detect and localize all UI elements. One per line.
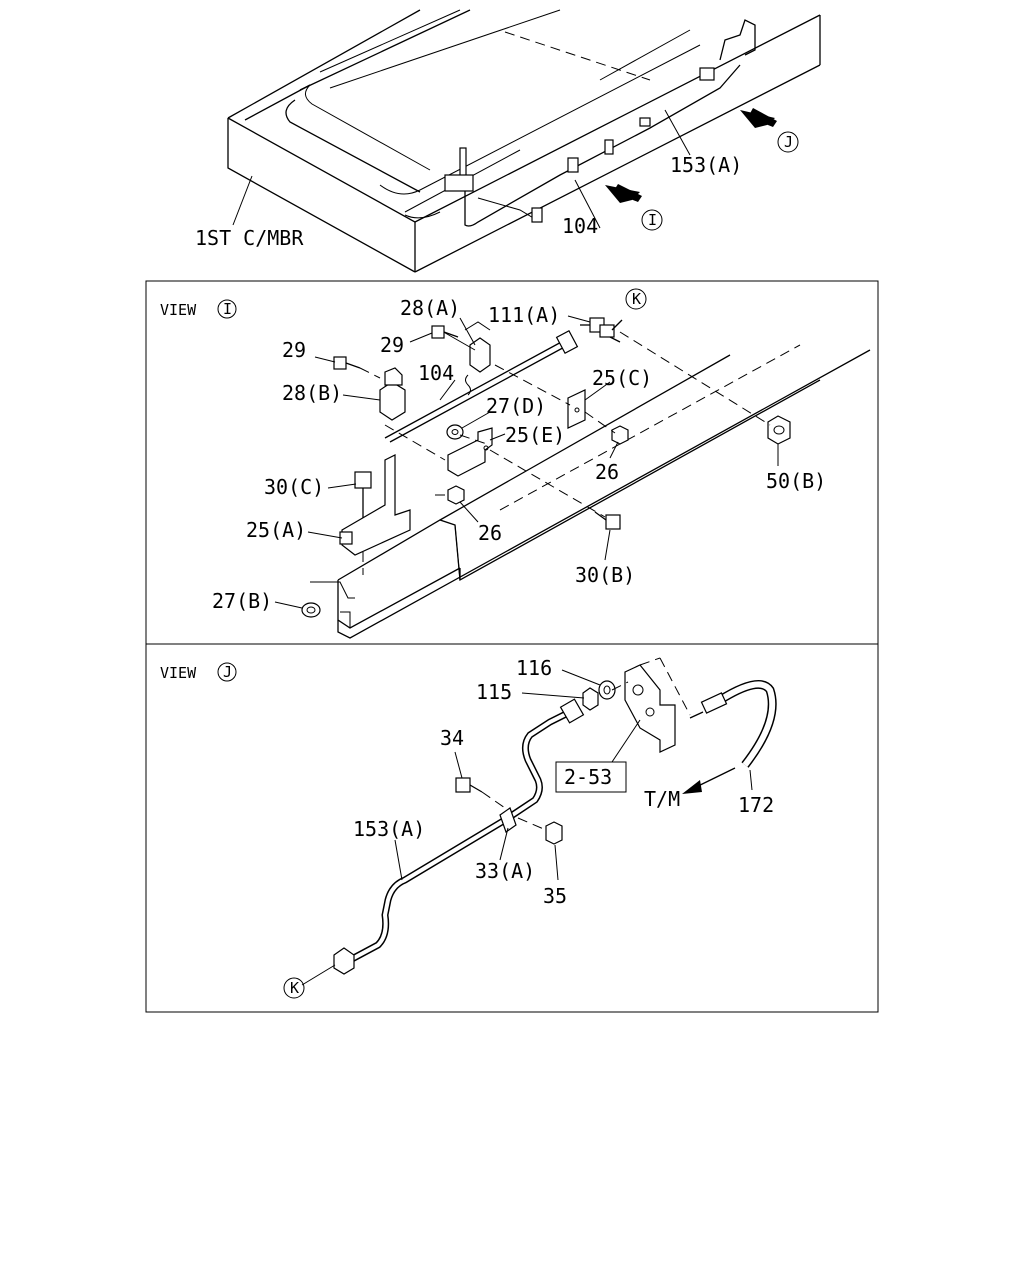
label-153a: 153(A) (670, 153, 742, 177)
bolt-30b (594, 511, 621, 530)
bolt-29-left (333, 356, 381, 379)
view-j-title-callout: J (217, 662, 237, 682)
bracket-25e (447, 427, 493, 477)
callout-i: I (641, 209, 663, 231)
callout-j: J (777, 131, 799, 153)
reference-box-2-53: 2-53 (555, 761, 627, 793)
label-104-view-i: 104 (418, 361, 454, 385)
label-116: 116 (516, 656, 552, 680)
bolt-34 (455, 777, 506, 809)
overview-pipe (444, 19, 756, 229)
label-tm: T/M (644, 787, 680, 811)
label-27d: 27(D) (486, 394, 546, 418)
tm-direction-arrow (682, 767, 736, 794)
label-25e: 25(E) (505, 423, 565, 447)
bolt-29-upper (431, 325, 459, 339)
view-i-callout-k: K (625, 288, 647, 310)
hose-172 (689, 679, 777, 768)
svg-text:2-53: 2-53 (564, 765, 612, 789)
label-30b: 30(B) (575, 563, 635, 587)
cross-member-drawing (227, 9, 821, 273)
label-111a: 111(A) (488, 303, 560, 327)
washer-27d (446, 424, 464, 440)
label-25a: 25(A) (246, 518, 306, 542)
top-overview: 1ST C/MBR 104 153(A) I J (195, 9, 821, 273)
label-28b: 28(B) (282, 381, 342, 405)
connector-111a (580, 317, 623, 343)
view-i-frame-rail (310, 344, 871, 639)
label-25c: 25(C) (592, 366, 652, 390)
view-arrow-j (740, 108, 777, 128)
label-30c: 30(C) (264, 475, 324, 499)
label-1st-cross-member: 1ST C/MBR (195, 226, 304, 250)
washer-27b (301, 602, 321, 618)
label-153a-view-j: 153(A) (353, 817, 425, 841)
bracket-25c (567, 389, 586, 429)
view-j-title: VIEW (160, 664, 197, 682)
label-26-right: 26 (595, 460, 619, 484)
view-i-assembly-lines (384, 331, 771, 518)
label-33a: 33(A) (475, 859, 535, 883)
label-26-left: 26 (478, 521, 502, 545)
clip-33a (499, 807, 517, 833)
label-27b: 27(B) (212, 589, 272, 613)
view-arrow-i (605, 184, 642, 203)
label-28a: 28(A) (400, 296, 460, 320)
view-j-panel: VIEW J (145, 643, 879, 1013)
view-i-title-callout: I (217, 299, 237, 319)
label-104: 104 (562, 214, 598, 238)
label-172: 172 (738, 793, 774, 817)
label-115: 115 (476, 680, 512, 704)
svg-text:K: K (632, 290, 641, 308)
label-29-upper: 29 (380, 333, 404, 357)
washer-116 (598, 680, 616, 700)
label-29-left: 29 (282, 338, 306, 362)
label-35: 35 (543, 884, 567, 908)
svg-text:I: I (648, 211, 657, 229)
nut-115 (582, 687, 599, 711)
svg-text:I: I (223, 300, 232, 318)
view-i-title: VIEW (160, 301, 197, 319)
bracket-plate (624, 664, 676, 753)
clip-28b (379, 367, 406, 421)
view-j-callout-k: K (283, 977, 305, 999)
view-i-leaders (274, 315, 779, 609)
view-i-panel: VIEW I (145, 280, 879, 645)
label-50b: 50(B) (766, 469, 826, 493)
view-j-assembly-lines (611, 657, 691, 716)
nut-26-left (447, 485, 465, 505)
nut-26-right (611, 425, 629, 445)
view-j-leaders (301, 669, 753, 986)
label-34: 34 (440, 726, 464, 750)
svg-text:J: J (784, 133, 793, 151)
pipe-104 (384, 329, 579, 443)
bracket-25a (339, 454, 411, 556)
nut-50b (767, 415, 791, 445)
svg-text:J: J (223, 663, 232, 681)
nut-35 (517, 817, 563, 845)
svg-text:K: K (290, 979, 299, 997)
